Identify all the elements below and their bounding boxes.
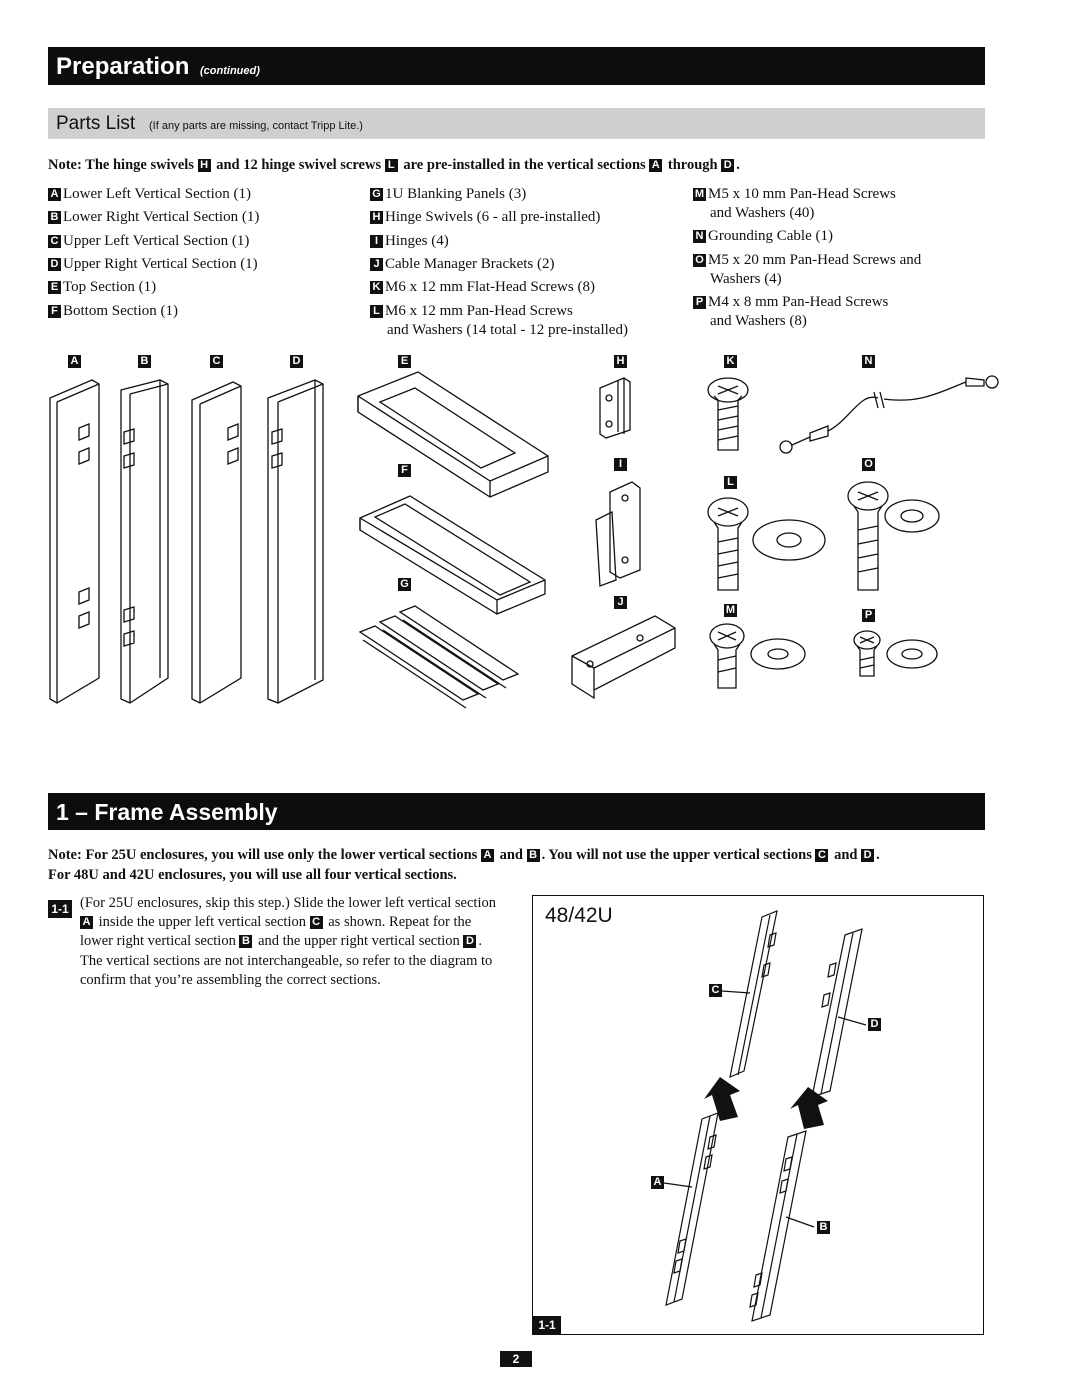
illustration-label-i: I [614, 458, 627, 471]
parts-list-header: Parts List (If any parts are missing, co… [48, 108, 985, 139]
illustration-label-p: P [862, 609, 875, 622]
parts-illustration [49, 371, 999, 709]
parts-list-subtitle: (If any parts are missing, contact Tripp… [149, 120, 363, 132]
hinge-swivel-drawing [599, 377, 631, 439]
title-suffix: (continued) [200, 65, 260, 77]
grounding-cable-drawing [779, 375, 999, 454]
note-enclosure-sections-line2: For 48U and 42U enclosures, you will use… [48, 867, 457, 883]
parts-list-title: Parts List [56, 113, 136, 134]
illustration-label-n: N [862, 355, 875, 368]
vertical-section-a-drawing [49, 379, 100, 704]
illustration-label-c: C [210, 355, 223, 368]
illustration-label-e: E [398, 355, 411, 368]
diagram-label-c: C [709, 984, 722, 997]
diagram-label-a: A [651, 1176, 664, 1189]
list-item-continuation: and Washers (40) [710, 205, 815, 221]
illustration-label-a: A [68, 355, 81, 368]
top-section-drawing [357, 371, 549, 498]
pan-head-screw-l-drawing [707, 497, 826, 591]
list-item-continuation: Washers (4) [710, 271, 782, 287]
flat-head-screw-drawing [707, 377, 749, 451]
vertical-section-b-drawing [120, 379, 169, 704]
section-header-preparation: Preparation (continued) [48, 47, 985, 85]
diagram-label-b: B [817, 1221, 830, 1234]
page-number: 2 [500, 1351, 532, 1367]
note-enclosure-sections: Note: For 25U enclosures, you will use o… [48, 847, 880, 863]
illustration-label-j: J [614, 596, 627, 609]
blanking-panels-drawing [358, 605, 520, 709]
illustration-label-b: B [138, 355, 151, 368]
section-title: 1 – Frame Assembly [56, 799, 278, 825]
assembly-diagram: 48/42U 1-1 C D A B [532, 895, 984, 1335]
bottom-section-drawing [359, 495, 546, 615]
diagram-step-label: 1-1 [533, 1316, 561, 1334]
pan-head-screw-p-drawing [853, 630, 938, 677]
illustration-label-h: H [614, 355, 627, 368]
step-instructions: (For 25U enclosures, skip this step.) Sl… [80, 895, 496, 988]
diagram-title: 48/42U [545, 904, 613, 927]
cable-manager-bracket-drawing [571, 615, 676, 700]
pan-head-screw-o-drawing [847, 481, 940, 591]
vertical-section-c-drawing [191, 381, 242, 704]
illustration-label-l: L [724, 476, 737, 489]
illustration-label-d: D [290, 355, 303, 368]
list-item-continuation: and Washers (8) [710, 313, 807, 329]
list-item-continuation: and Washers (14 total - 12 pre-installed… [387, 322, 628, 338]
vertical-section-d-drawing [267, 379, 324, 704]
diagram-label-d: D [868, 1018, 881, 1031]
illustration-label-o: O [862, 458, 875, 471]
pan-head-screw-m-drawing [709, 623, 806, 689]
illustration-label-k: K [724, 355, 737, 368]
note-preinstalled: Note: The hinge swivels H and 12 hinge s… [48, 157, 740, 173]
illustration-label-m: M [724, 604, 737, 617]
illustration-label-g: G [398, 578, 411, 591]
hinge-drawing [595, 481, 641, 587]
illustration-label-f: F [398, 464, 411, 477]
step-number: 1-1 [48, 900, 72, 918]
section-header-frame-assembly: 1 – Frame Assembly [48, 793, 985, 830]
page-title: Preparation [56, 53, 190, 80]
assembly-drawing [663, 910, 867, 1322]
